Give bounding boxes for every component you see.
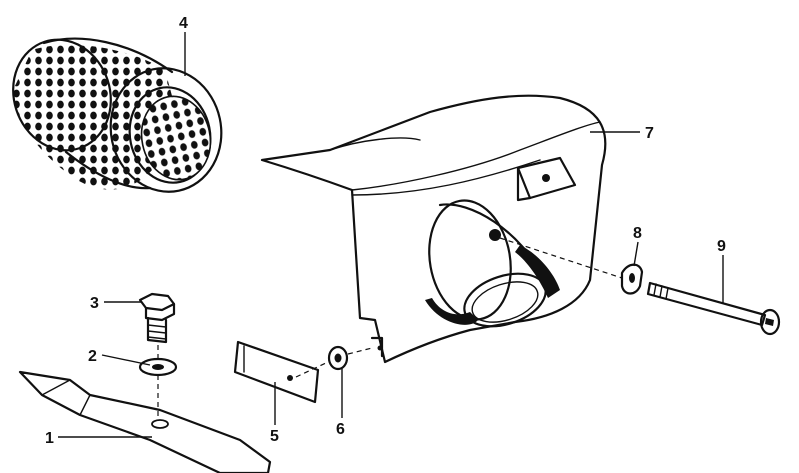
callout-9: 9: [717, 238, 726, 255]
callout-labels: 1 2 3 4 5 6 7 8 9: [45, 15, 726, 447]
washer-part-6: [327, 345, 349, 371]
plate-part: [233, 340, 320, 404]
spacer-part: [620, 263, 644, 295]
callout-3: 3: [90, 295, 99, 312]
callout-4: 4: [179, 15, 188, 32]
washer-part-2: [138, 357, 178, 377]
long-bolt-part: [646, 281, 781, 336]
callout-6: 6: [336, 421, 345, 438]
mower-blade-part: [18, 370, 272, 473]
callout-8: 8: [633, 225, 642, 242]
housing-cover-part: [260, 94, 607, 364]
callout-2: 2: [88, 348, 97, 365]
callout-5: 5: [270, 428, 279, 445]
air-filter-part: [12, 37, 223, 193]
leader-lines: [58, 32, 724, 438]
hex-bolt-part: [138, 292, 176, 344]
callout-7: 7: [645, 125, 654, 142]
callout-1: 1: [45, 430, 54, 447]
